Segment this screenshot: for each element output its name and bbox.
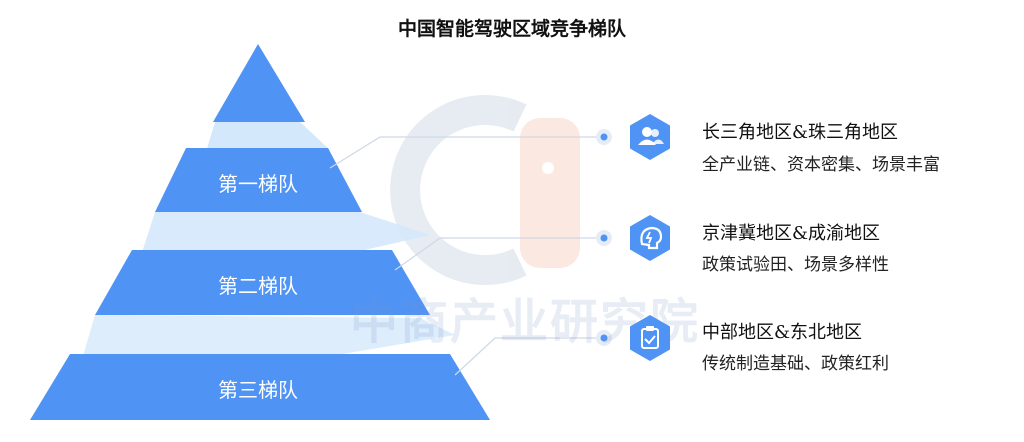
tier-1-label: 第一梯队 <box>218 172 298 196</box>
connector-line-3 <box>454 337 598 376</box>
tier-2-shape <box>95 250 430 315</box>
chart-title: 中国智能驾驶区域竞争梯队 <box>397 18 626 40</box>
connector-line-1 <box>329 136 598 169</box>
brain-icon <box>630 215 670 261</box>
tier-1-shape <box>155 148 362 212</box>
connector-line-2 <box>394 237 598 271</box>
tier-3-label: 第三梯队 <box>218 378 298 402</box>
connector-dot-1 <box>596 129 612 145</box>
item-1-title: 长三角地区&珠三角地区 <box>702 122 899 143</box>
tier-2-label: 第二梯队 <box>218 274 298 298</box>
item-3-title: 中部地区&东北地区 <box>702 322 863 343</box>
connector-dot-2 <box>596 230 612 246</box>
item-2-desc: 政策试验田、场景多样性 <box>702 255 889 275</box>
item-3-desc: 传统制造基础、政策红利 <box>702 354 889 374</box>
item-1-desc: 全产业链、资本密集、场景丰富 <box>702 155 940 175</box>
tier-3-shape <box>30 354 490 420</box>
item-2-title: 京津冀地区&成渝地区 <box>702 223 881 244</box>
pyramid-apex <box>213 44 305 122</box>
watermark-logo <box>390 95 580 285</box>
clipboard-check-icon <box>630 315 670 361</box>
connector-dot-3 <box>596 330 612 346</box>
users-icon <box>630 114 670 160</box>
